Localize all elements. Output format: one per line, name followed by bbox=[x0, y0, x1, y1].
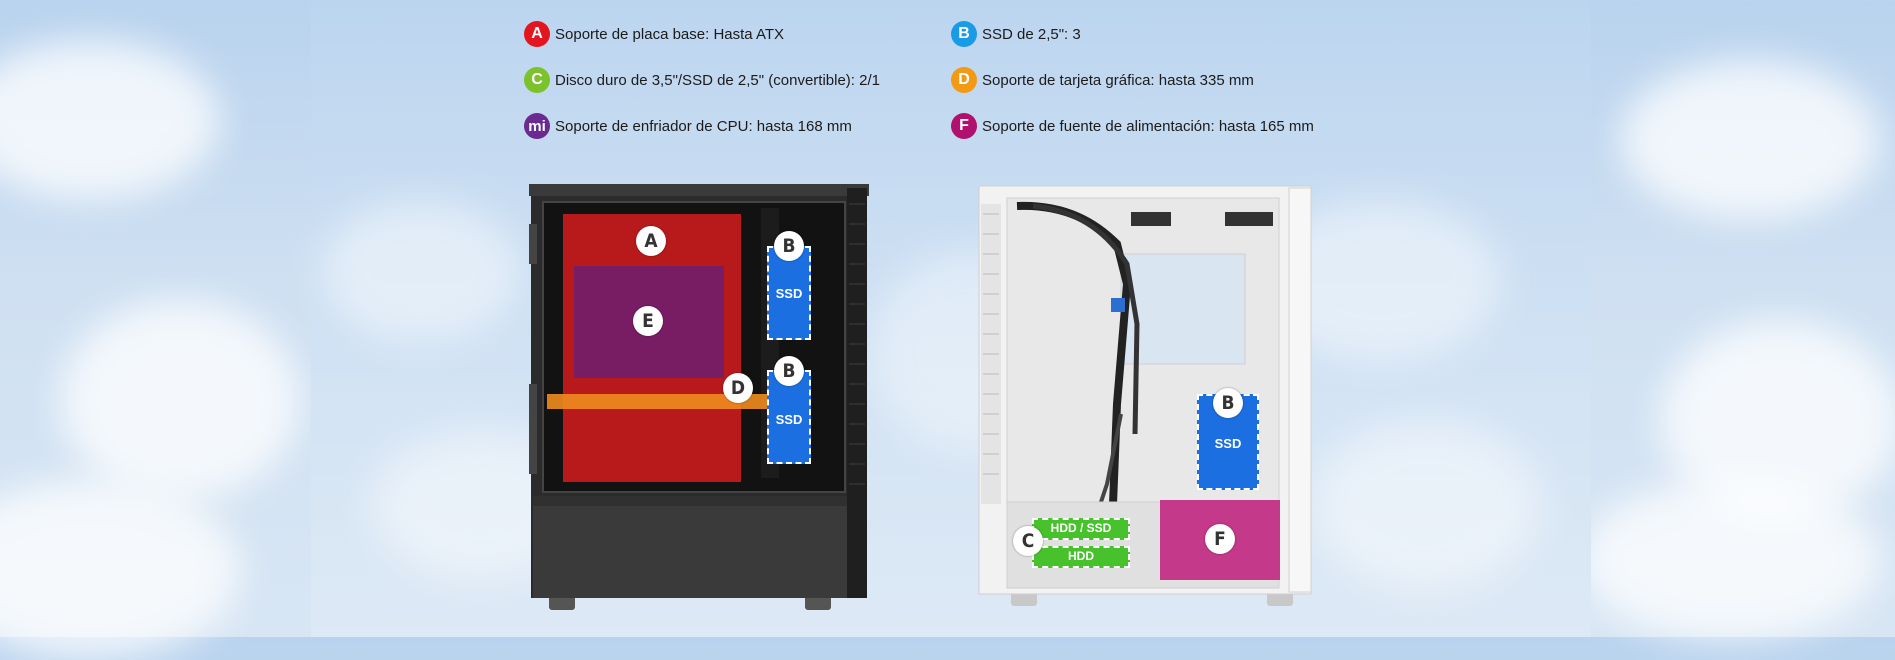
legend-text-e: Soporte de enfriador de CPU: hasta 168 m… bbox=[555, 117, 852, 135]
legend-item-f: F Soporte de fuente de alimentación: has… bbox=[951, 113, 1314, 139]
marker-b-top: B bbox=[774, 231, 804, 261]
badge-c: C bbox=[524, 67, 550, 93]
marker-f: F bbox=[1205, 524, 1235, 554]
ssd-bay-rear-label: SSD bbox=[1214, 436, 1242, 451]
marker-c: C bbox=[1013, 526, 1043, 556]
ssd-bay-2-label: SSD bbox=[775, 412, 803, 427]
legend-item-d: D Soporte de tarjeta gráfica: hasta 335 … bbox=[951, 67, 1254, 93]
legend-text-c: Disco duro de 3,5"/SSD de 2,5" (converti… bbox=[555, 71, 880, 89]
white-pc-case: SSD HDD / SSD HDD B C F bbox=[977, 184, 1313, 608]
legend-text-d: Soporte de tarjeta gráfica: hasta 335 mm bbox=[982, 71, 1254, 89]
badge-a: A bbox=[524, 21, 550, 47]
content-panel bbox=[311, 0, 1591, 637]
badge-d: D bbox=[951, 67, 977, 93]
marker-d: D bbox=[723, 373, 753, 403]
legend-item-a: A Soporte de placa base: Hasta ATX bbox=[524, 21, 784, 47]
black-pc-case: SSD SSD A E D B B bbox=[529, 184, 869, 612]
legend-item-c: C Disco duro de 3,5"/SSD de 2,5" (conver… bbox=[524, 67, 880, 93]
hdd-bay bbox=[1032, 546, 1130, 568]
marker-b-bottom: B bbox=[774, 356, 804, 386]
hdd-ssd-bay-label: HDD / SSD bbox=[1050, 521, 1112, 535]
legend-text-a: Soporte de placa base: Hasta ATX bbox=[555, 25, 785, 43]
legend-text-b: SSD de 2,5": 3 bbox=[982, 25, 1081, 43]
legend-item-b: B SSD de 2,5": 3 bbox=[951, 21, 1081, 47]
ssd-bay-1-label: SSD bbox=[775, 286, 803, 301]
ssd-bay-2 bbox=[767, 370, 811, 464]
badge-f: F bbox=[951, 113, 977, 139]
marker-a: A bbox=[636, 226, 666, 256]
hdd-bay-label: HDD bbox=[1068, 549, 1094, 563]
badge-e: mi bbox=[524, 113, 550, 139]
legend-text-f: Soporte de fuente de alimentación: hasta… bbox=[982, 117, 1314, 135]
legend-item-e: mi Soporte de enfriador de CPU: hasta 16… bbox=[524, 113, 852, 139]
marker-e: E bbox=[633, 306, 663, 336]
marker-b-rear: B bbox=[1213, 388, 1243, 418]
badge-b: B bbox=[951, 21, 977, 47]
